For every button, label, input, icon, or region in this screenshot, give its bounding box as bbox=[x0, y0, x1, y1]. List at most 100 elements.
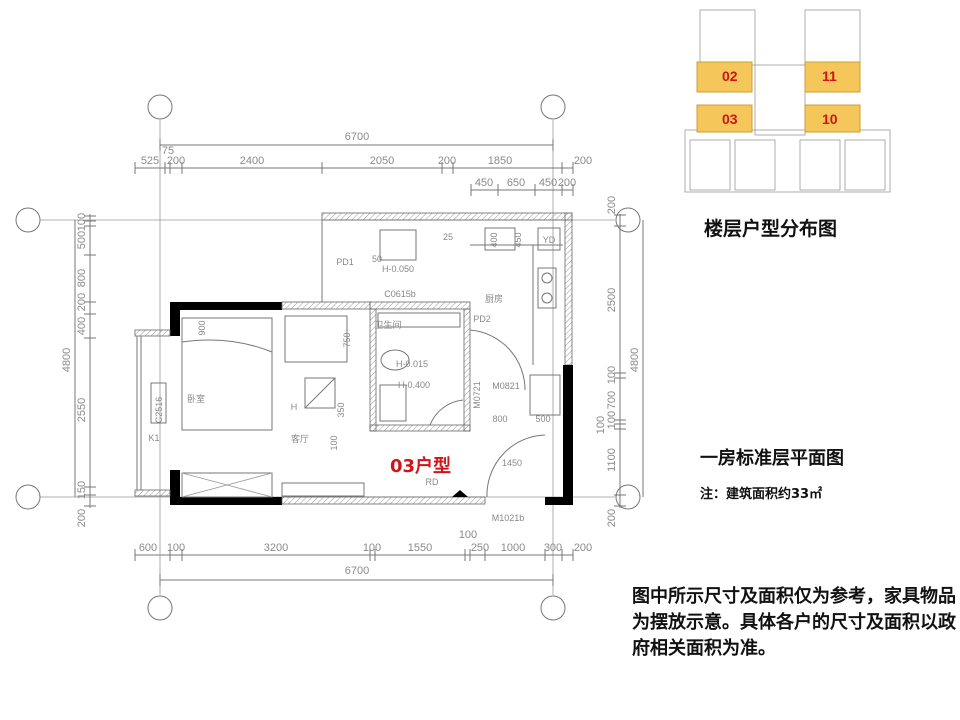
dim-top2: 450 bbox=[475, 177, 493, 189]
plan-annotation: M0721 bbox=[472, 381, 482, 409]
water-heater bbox=[537, 227, 561, 251]
entry-door-swing bbox=[486, 434, 546, 498]
plan-annotation: 1450 bbox=[502, 458, 522, 468]
dim-left: 500 bbox=[76, 231, 88, 249]
dim-left: 400 bbox=[76, 317, 88, 335]
unit-label-11: 11 bbox=[822, 68, 837, 84]
air-conditioner bbox=[150, 382, 167, 424]
dim-bottom: 100 bbox=[167, 542, 185, 554]
plan-annotation: 350 bbox=[336, 402, 346, 417]
furniture bbox=[150, 227, 563, 498]
plan-annotation: H-0.015 bbox=[396, 359, 428, 369]
shoe-cabinet bbox=[529, 374, 561, 416]
sink bbox=[484, 227, 516, 251]
dim-right: 200 bbox=[606, 509, 618, 527]
plan-annotations: PD1PD2H-0.050C0615b卫生间厨房卧室客厅H-0.015H-0.4… bbox=[148, 232, 555, 523]
plan-annotation: 25 bbox=[443, 232, 453, 242]
dim-top: 1850 bbox=[488, 155, 512, 167]
plan-annotation: H-0.400 bbox=[398, 380, 430, 390]
dim-top-total: 6700 bbox=[345, 131, 369, 143]
plan-annotation: 450 bbox=[513, 232, 523, 247]
axis-bubble bbox=[147, 94, 173, 120]
floor-map-title: 楼层户型分布图 bbox=[704, 218, 838, 240]
dim-top2: 650 bbox=[507, 177, 525, 189]
plan-annotation: 厨房 bbox=[485, 293, 503, 304]
plan-annotation: 客厅 bbox=[291, 433, 309, 444]
plan-annotation: M0821 bbox=[492, 381, 520, 391]
dim-right: 1100 bbox=[606, 448, 618, 472]
dim-bottom: 100 bbox=[459, 529, 477, 541]
rd-marker bbox=[452, 490, 468, 497]
plan-annotation: 750 bbox=[342, 332, 352, 347]
plan-annotation: PD1 bbox=[336, 257, 354, 267]
shower-tray bbox=[379, 384, 407, 422]
unit-11-block bbox=[804, 61, 861, 93]
dim-right: 100 bbox=[595, 416, 607, 434]
dim-left: 200 bbox=[76, 293, 88, 311]
axis-bubble bbox=[15, 484, 41, 510]
dim-top: 200 bbox=[438, 155, 456, 167]
plan-annotation: 50 bbox=[372, 254, 382, 264]
dim-bottom-total: 6700 bbox=[345, 565, 369, 577]
plan-annotation: H-0.050 bbox=[382, 264, 414, 274]
dim-right: 100 bbox=[606, 366, 618, 384]
area-note: 注：建筑面积约33㎡ bbox=[700, 487, 823, 502]
dim-top: 2050 bbox=[370, 155, 394, 167]
plan-annotation: 卧室 bbox=[187, 393, 205, 404]
dim-right: 2500 bbox=[606, 288, 618, 312]
plan-annotation: 400 bbox=[489, 232, 499, 247]
dim-left: 2550 bbox=[76, 398, 88, 422]
tv-cabinet bbox=[281, 482, 365, 497]
plan-annotation: K1 bbox=[148, 433, 159, 443]
dim-right: 100 bbox=[606, 411, 618, 429]
disclaimer-text: 图中所示尺寸及面积仅为参考，家具物品为摆放示意。具体各户的尺寸及面积以政府相关面… bbox=[632, 586, 956, 659]
vanity bbox=[377, 312, 461, 328]
unit-type-label: 03户型 bbox=[390, 456, 452, 477]
dim-left: 200 bbox=[76, 509, 88, 527]
dim-right: 700 bbox=[606, 391, 618, 409]
dim-top: 75 bbox=[162, 145, 174, 157]
axis-bubble bbox=[540, 94, 566, 120]
dim-top: 200 bbox=[574, 155, 592, 167]
plan-annotation: 900 bbox=[197, 320, 207, 335]
axis-bubble bbox=[615, 207, 641, 233]
unit-label-02: 02 bbox=[722, 68, 738, 84]
tea-table bbox=[304, 377, 336, 409]
dim-left: 150 bbox=[76, 481, 88, 499]
plan-annotation: H bbox=[291, 402, 298, 412]
washing-machine bbox=[379, 229, 417, 261]
axis-bubble bbox=[15, 207, 41, 233]
cooktop bbox=[537, 267, 557, 309]
axis-bubble bbox=[147, 595, 173, 621]
axis-bubble bbox=[615, 484, 641, 510]
toilet bbox=[380, 349, 410, 371]
dim-top2: 200 bbox=[558, 177, 576, 189]
dim-top: 200 bbox=[167, 155, 185, 167]
dim-left-total: 4800 bbox=[61, 348, 73, 372]
bed bbox=[181, 317, 273, 431]
dim-bottom: 300 bbox=[544, 542, 562, 554]
kitchen-door-swing bbox=[469, 329, 526, 391]
dim-top: 2400 bbox=[240, 155, 264, 167]
dim-left: 800 bbox=[76, 269, 88, 287]
floor-distribution-map: 02 11 03 10 bbox=[684, 9, 891, 193]
plan-annotation: 100 bbox=[329, 435, 339, 450]
unit-label-03: 03 bbox=[722, 111, 738, 127]
dim-bottom: 600 bbox=[139, 542, 157, 554]
dim-right-total: 4800 bbox=[629, 348, 641, 372]
walls bbox=[134, 212, 573, 505]
plan-annotation: RD bbox=[426, 477, 439, 487]
plan-annotation: 800 bbox=[492, 414, 507, 424]
dim-bottom: 200 bbox=[574, 542, 592, 554]
plan-annotation: 500 bbox=[535, 414, 550, 424]
unit-02-block bbox=[696, 61, 753, 93]
dim-bottom: 250 bbox=[471, 542, 489, 554]
dim-top2: 450 bbox=[539, 177, 557, 189]
plan-title: 一房标准层平面图 bbox=[700, 448, 844, 469]
plan-annotation: PD2 bbox=[473, 314, 491, 324]
dim-bottom: 3200 bbox=[264, 542, 288, 554]
plan-annotation: 卫生间 bbox=[374, 319, 401, 330]
dim-bottom: 1000 bbox=[501, 542, 525, 554]
